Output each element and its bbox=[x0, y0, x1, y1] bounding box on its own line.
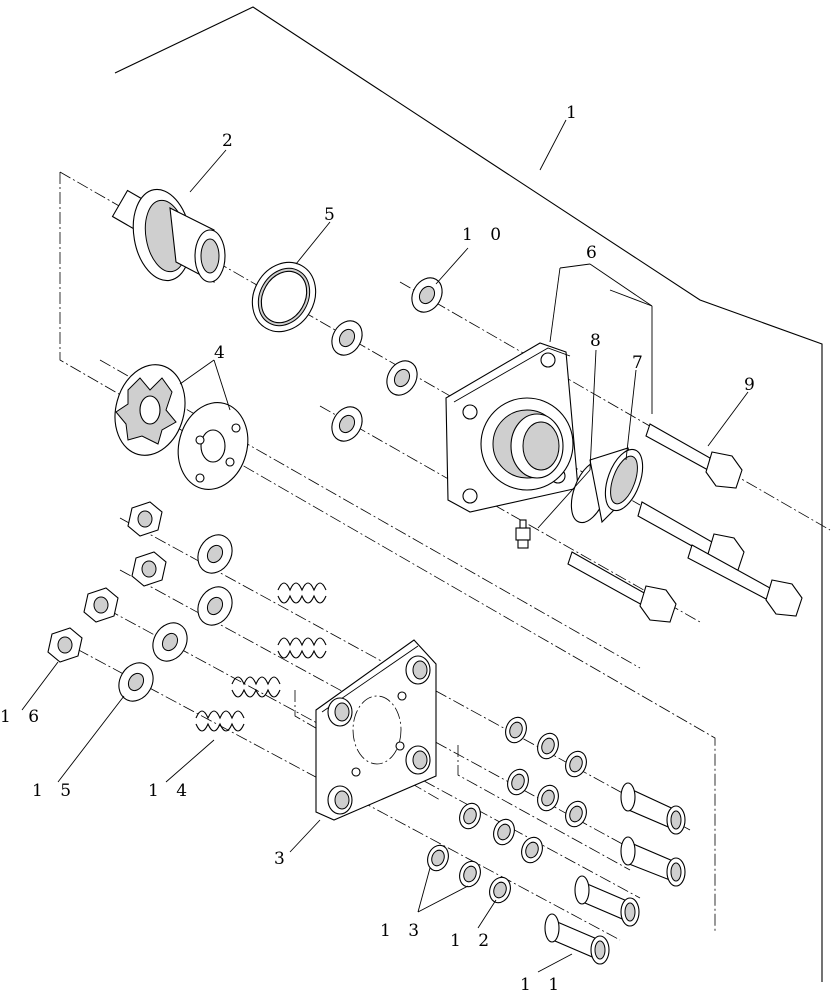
leader-lines bbox=[21, 119, 749, 973]
callout-labels: 1 2 5 1 0 6 8 7 9 4 1 6 1 5 1 4 3 1 3 1 … bbox=[0, 103, 761, 995]
nuts-part-16 bbox=[47, 501, 167, 663]
springs-part-14 bbox=[195, 582, 327, 732]
callout-15: 1 5 bbox=[32, 781, 77, 801]
rings-part-12-13 bbox=[427, 716, 587, 904]
callout-2: 2 bbox=[222, 131, 239, 151]
callout-13: 1 3 bbox=[380, 921, 425, 941]
bushing-part-7 bbox=[570, 447, 644, 524]
callout-14: 1 4 bbox=[148, 781, 193, 801]
callout-4: 4 bbox=[214, 343, 231, 363]
callout-1: 1 bbox=[566, 103, 583, 123]
callout-9: 9 bbox=[744, 375, 761, 395]
sleeves-part-11 bbox=[544, 782, 686, 965]
washer-part-5 bbox=[251, 261, 317, 333]
callout-8: 8 bbox=[590, 331, 607, 351]
sprocket-plate-part-6 bbox=[445, 342, 579, 513]
grease-fitting-part-8 bbox=[515, 519, 531, 549]
spring-plate-part-3 bbox=[315, 639, 437, 821]
small-washers bbox=[331, 277, 443, 442]
bolts-part-9 bbox=[567, 423, 803, 623]
callout-5: 5 bbox=[324, 205, 341, 225]
assembly-bracket bbox=[114, 6, 823, 982]
callout-11: 1 1 bbox=[520, 975, 565, 995]
callout-12: 1 2 bbox=[450, 931, 495, 951]
clutch-jaws-part-4 bbox=[114, 364, 249, 490]
washers-part-15 bbox=[118, 534, 233, 702]
callout-10: 1 0 bbox=[462, 225, 507, 245]
callout-6: 6 bbox=[586, 243, 603, 263]
callout-3: 3 bbox=[274, 849, 291, 869]
callout-7: 7 bbox=[632, 353, 649, 373]
hub-part-2 bbox=[111, 188, 226, 283]
callout-16: 1 6 bbox=[0, 707, 45, 727]
